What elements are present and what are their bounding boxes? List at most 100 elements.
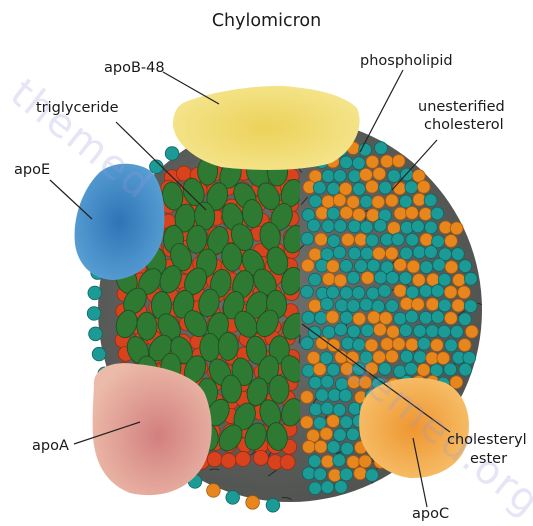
cholesterol-head <box>437 352 450 365</box>
cholesterol-head <box>444 312 457 325</box>
cholesterol-head <box>302 440 315 453</box>
phospholipid-head <box>413 246 426 259</box>
cholesterol-head <box>313 363 326 376</box>
cholesterol-head <box>361 271 374 284</box>
phospholipid-head <box>309 403 322 416</box>
cholesterol-head <box>366 156 379 169</box>
label-unesterified: unesterified <box>418 99 505 116</box>
phospholipid-head <box>327 235 340 248</box>
label-cholesteryl: cholesteryl <box>447 432 527 449</box>
phospholipid-head <box>374 219 387 232</box>
cholesterol-head <box>347 456 360 469</box>
cholesterol-head <box>400 297 413 310</box>
cholesterol-head <box>373 247 386 260</box>
phospholipid-head <box>438 325 451 338</box>
cholesterol-head <box>444 286 457 299</box>
phospholipid-head <box>352 286 365 299</box>
cholesterol-head <box>316 207 329 220</box>
phospholipid-head <box>464 300 477 313</box>
cholesterol-head <box>445 235 458 248</box>
cholesterol-head <box>327 415 340 428</box>
phospholipid-head <box>309 376 322 389</box>
phospholipid-head <box>334 169 347 182</box>
phospholipid-head <box>347 300 360 313</box>
phospholipid-head <box>426 325 439 338</box>
phospholipid-head <box>302 311 315 324</box>
phospholipid-pointer <box>360 70 403 152</box>
phospholipid-head <box>340 416 353 429</box>
phospholipid-head <box>327 207 340 220</box>
phospholipid-head <box>321 248 334 261</box>
cholesterol-head <box>366 180 379 193</box>
phospholipid-head <box>348 170 361 183</box>
cholesterol-head <box>379 312 392 325</box>
phospholipid-head <box>418 337 431 350</box>
cholesterol-head <box>353 312 366 325</box>
phospholipid-head <box>309 482 322 495</box>
cholesterol-head <box>308 299 321 312</box>
cholesterol-head <box>427 273 440 286</box>
label-apoC: apoC <box>412 506 449 523</box>
label-cholesterol: cholesterol <box>424 117 504 134</box>
phospholipid-head <box>348 220 361 233</box>
cholesterol-head <box>445 261 458 274</box>
phospholipid-head <box>379 363 392 376</box>
cholesterol-head <box>431 339 444 352</box>
phospholipid-head <box>431 311 444 324</box>
phospholipid-head <box>355 260 368 273</box>
phospholipid-head <box>340 311 353 324</box>
cholesterol-head <box>373 167 386 180</box>
phospholipid-head <box>459 260 472 273</box>
phospholipid-head <box>309 195 322 208</box>
cholesterol-head <box>359 455 372 468</box>
phospholipid-head <box>352 157 365 170</box>
phospholipid-head <box>347 428 360 441</box>
cholesterol-head <box>385 247 398 260</box>
phospholipid-head <box>386 300 399 313</box>
phospholipid-head <box>459 363 472 376</box>
cholesterol-head <box>322 195 335 208</box>
phospholipid-head <box>321 481 334 494</box>
cholesterol-head <box>301 391 314 404</box>
cholesterol-head <box>348 376 361 389</box>
phospholipid-head <box>334 323 347 336</box>
cholesterol-head <box>392 155 405 168</box>
phospholipid-head <box>451 248 464 261</box>
apoB48-protein <box>173 86 360 170</box>
cholesterol-head <box>353 208 366 221</box>
phospholipid-head <box>321 298 334 311</box>
phospholipid-head <box>321 375 334 388</box>
cholesterol-head <box>365 339 378 352</box>
phospholipid-head <box>340 287 353 300</box>
phospholipid-head <box>302 364 315 377</box>
cholesterol-head <box>321 455 334 468</box>
label-ester: ester <box>470 451 507 468</box>
label-apoE: apoE <box>14 162 50 179</box>
phospholipid-head <box>378 285 391 298</box>
phospholipid-head <box>327 441 340 454</box>
cholesterol-head <box>453 274 466 287</box>
cholesterol-head <box>373 351 386 364</box>
cholesterol-head <box>412 298 425 311</box>
phospholipid-head <box>309 273 322 286</box>
cholesterol-head <box>359 376 372 389</box>
cholesterol-head <box>458 339 471 352</box>
phospholipid-head <box>392 233 405 246</box>
cholesterol-head <box>333 194 346 207</box>
phospholipid-head <box>463 352 476 365</box>
phospholipid-head <box>333 454 346 467</box>
phospholipid-head <box>316 389 329 402</box>
cholesterol-head <box>419 208 432 221</box>
cholesterol-head <box>339 182 352 195</box>
cholesterol-head <box>326 311 339 324</box>
phospholipid-head <box>459 313 472 326</box>
phospholipid-head <box>88 286 102 300</box>
cholesterol-head <box>314 440 327 453</box>
phospholipid-head <box>414 351 427 364</box>
phospholipid-head <box>89 327 103 341</box>
cholesterol-head <box>301 259 314 272</box>
cholesterol-head <box>341 362 354 375</box>
diagram-title: Chylomicron <box>0 11 533 31</box>
phospholipid-head <box>302 467 315 480</box>
phospholipid-head <box>361 247 374 260</box>
